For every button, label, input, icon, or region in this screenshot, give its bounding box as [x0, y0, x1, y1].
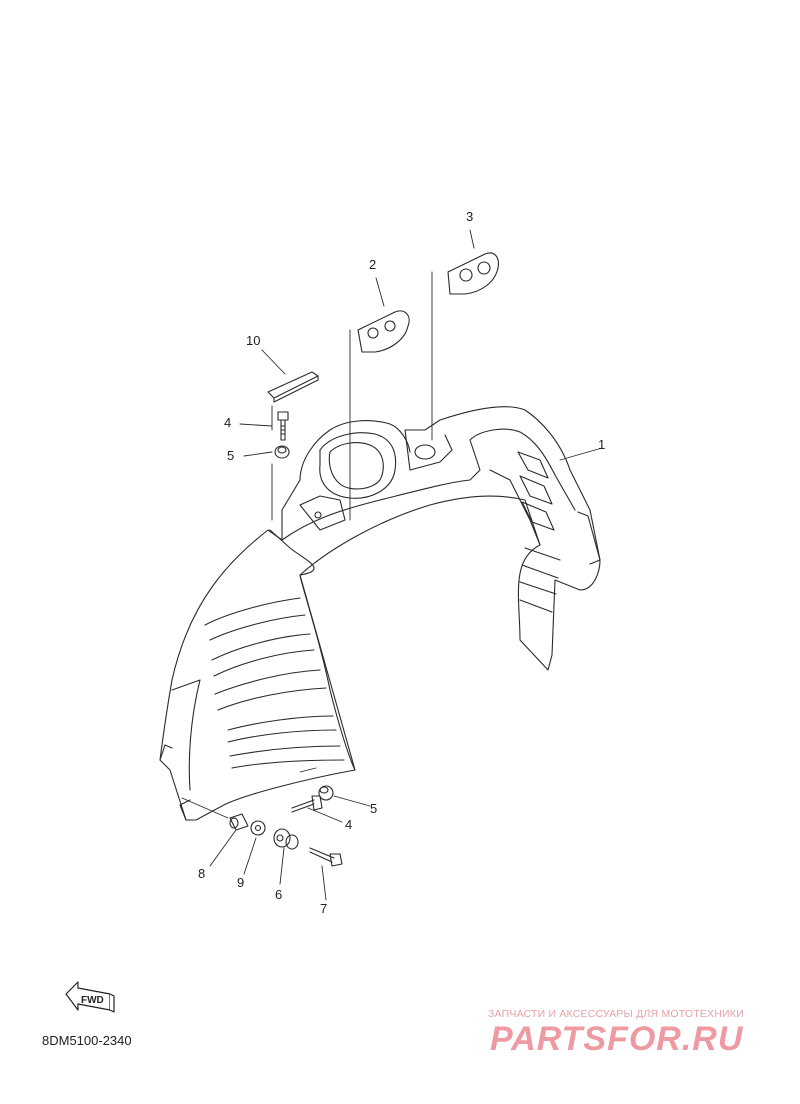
bolt-part-4-upper — [277, 411, 289, 441]
forward-direction-arrow: FWD — [64, 980, 116, 1019]
fwd-label: FWD — [81, 995, 104, 1006]
callout-10: 10 — [246, 333, 261, 348]
screw-part-7 — [309, 847, 343, 867]
damper-part-6 — [273, 828, 299, 850]
callout-4-lower: 4 — [345, 817, 353, 832]
watermark-logo: PARTSFOR.RU — [490, 1020, 744, 1058]
strip-part-10 — [267, 371, 319, 403]
plate-part-3 — [447, 252, 499, 295]
callout-9: 9 — [237, 875, 245, 890]
callout-6: 6 — [275, 887, 283, 902]
leader-lines — [181, 229, 603, 901]
callout-4-upper: 4 — [224, 415, 232, 430]
bolt-part-4-lower — [291, 795, 323, 813]
callout-1: 1 — [598, 437, 606, 452]
washer-part-9 — [250, 820, 266, 836]
grommet-part-5-upper — [274, 445, 290, 459]
callout-3: 3 — [466, 209, 474, 224]
callout-8: 8 — [198, 866, 206, 881]
diagram-part-code: 8DM5100-2340 — [42, 1033, 132, 1048]
watermark-caption: ЗАПЧАСТИ И АКСЕССУАРЫ ДЛЯ МОТОТЕХНИКИ — [488, 1008, 744, 1020]
callout-2: 2 — [369, 257, 377, 272]
callout-5-upper: 5 — [227, 448, 235, 463]
inner-panel-part-1 — [159, 406, 601, 821]
collar-part-8 — [229, 813, 249, 831]
fwd-arrow-icon: FWD — [65, 981, 115, 1013]
callout-7: 7 — [320, 901, 328, 916]
callout-5-lower: 5 — [370, 801, 378, 816]
plate-part-2 — [357, 310, 410, 353]
grommet-part-5-lower — [318, 785, 334, 801]
